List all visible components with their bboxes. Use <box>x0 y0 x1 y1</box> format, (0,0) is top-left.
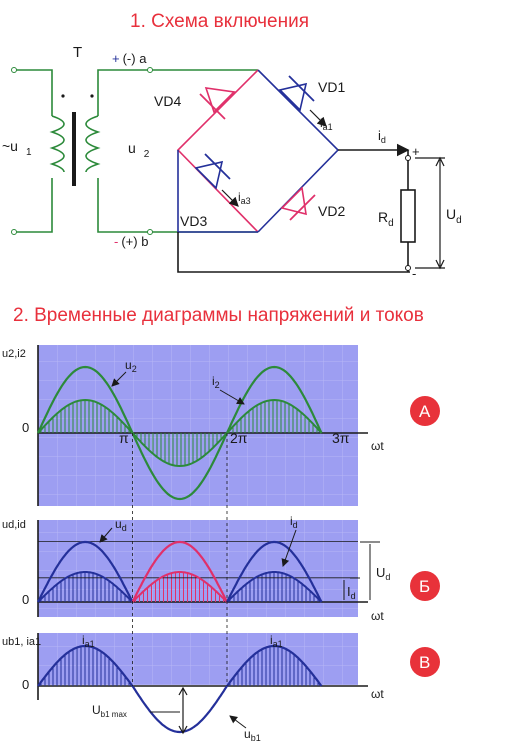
section2-title: 2. Временные диаграммы напряжений и токо… <box>13 305 424 326</box>
vd4-label: VD4 <box>154 93 181 109</box>
section1-title: 1. Схема включения <box>130 11 309 32</box>
load-terminal-plus <box>405 155 411 161</box>
plot-a-grid <box>38 345 358 506</box>
terminal-b-dot <box>147 229 153 235</box>
plot-c-grid <box>38 633 358 685</box>
svg-text:Б: Б <box>419 577 430 596</box>
plot-a-tick-2pi: 2π <box>230 430 248 446</box>
plot-c-zero: 0 <box>22 677 29 692</box>
return-wire <box>177 232 410 273</box>
load-terminal-minus <box>405 265 411 271</box>
polarity-dot <box>61 94 65 98</box>
rd-label: Rd <box>378 209 394 229</box>
transformer-core <box>72 112 76 186</box>
plot-b-Ud-label: Ud <box>376 565 390 582</box>
ud-arrows <box>435 156 445 270</box>
load-plus-label: + <box>412 144 420 159</box>
terminal-b-label: -(+) b <box>114 234 148 249</box>
plot-b-ud-label: ud <box>115 517 127 533</box>
ud-dimension <box>415 157 445 269</box>
plot-b-xlabel: ωt <box>371 609 384 623</box>
plot-b-Id-label: Id <box>347 584 356 601</box>
plot-b-ud-curve <box>226 540 323 603</box>
svg-text:А: А <box>419 402 431 421</box>
plot-c-ia1-curve <box>37 644 134 687</box>
plot-c: ub1, ia1 0 ωt ia1 ia1 Ub1 max ub1 В <box>2 633 440 743</box>
load-minus-label: - <box>412 266 416 281</box>
plot-c-ub1-label: ub1 <box>244 727 261 743</box>
badge-c: В <box>410 647 440 677</box>
ia1-arrow-icon <box>309 109 327 127</box>
plot-c-ia1-curve <box>226 644 323 687</box>
id-label: id <box>378 128 386 145</box>
plot-b-zero: 0 <box>22 592 29 607</box>
plot-a-xlabel: ωt <box>371 439 384 453</box>
plot-a-tick-3pi: 3π <box>332 430 350 446</box>
plot-a-u2-curve <box>37 365 323 501</box>
plot-c-umax-label: Ub1 max <box>92 703 127 719</box>
plot-c-xlabel: ωt <box>371 687 384 701</box>
plot-a: u2,i2 0 π 2π 3π ωt u2 i2 А <box>2 345 440 506</box>
vd1-diode-icon <box>278 75 315 112</box>
ud-label: Ud <box>446 206 462 226</box>
plot-b-ylabel: ud,id <box>2 519 26 531</box>
vd1-label: VD1 <box>318 79 345 95</box>
plot-b-ud-curve <box>37 540 134 603</box>
plot-c-ub1-pointer-icon <box>229 715 247 729</box>
polarity-dot <box>90 94 94 98</box>
plot-c-ia1-right: ia1 <box>270 633 283 649</box>
plot-c-ub1-curve <box>131 685 228 734</box>
primary-wiring <box>14 69 65 233</box>
plot-b-id-curve <box>226 571 323 603</box>
plot-c-ia1-left: ia1 <box>82 633 95 649</box>
vd2-diode-icon <box>280 186 316 221</box>
load-resistor <box>400 189 416 243</box>
terminal-a-dot <box>147 67 153 73</box>
plot-b-id-curve <box>131 571 228 603</box>
plot-b-ud-pointer-icon <box>99 527 113 543</box>
pi-guide-lines <box>132 433 228 686</box>
plot-b-level-markers <box>343 541 380 600</box>
plot-c-ylabel: ub1, ia1 <box>2 636 41 648</box>
plot-a-i2-curve <box>37 398 323 468</box>
plot-a-tick-pi: π <box>119 430 129 446</box>
vd3-diode-icon <box>194 153 231 190</box>
badge-a: А <box>410 396 440 426</box>
plot-b-id-label: id <box>290 514 298 530</box>
plot-a-u2-pointer-icon <box>111 371 127 387</box>
plot-b: ud,id 0 ωt ud id Ud Id Б <box>2 514 440 623</box>
vd3-label: VD3 <box>180 213 207 229</box>
terminal-a-label: +(-) a <box>112 51 147 66</box>
plot-a-ylabel: u2,i2 <box>2 348 26 360</box>
transformer-label: T <box>73 44 82 61</box>
badge-b: Б <box>410 571 440 601</box>
plot-b-ud-curve <box>131 540 228 603</box>
plot-b-id-pointer-icon <box>281 529 297 567</box>
plot-a-i2-pointer-icon <box>219 389 245 405</box>
ia1-label: ia1 <box>320 116 333 132</box>
svg-text:В: В <box>419 653 430 672</box>
plot-a-zero: 0 <box>22 420 29 435</box>
plot-b-id-curve <box>37 571 134 603</box>
plot-a-u2-label: u2 <box>125 358 137 374</box>
terminal-dot <box>11 67 17 73</box>
ia3-arrow-icon <box>221 189 239 207</box>
terminal-dot <box>11 229 17 235</box>
plot-c-umax-arrows <box>178 686 188 735</box>
plot-a-i2-label: i2 <box>212 374 220 390</box>
ia3-label: ia3 <box>238 190 251 206</box>
vd2-label: VD2 <box>318 203 345 219</box>
vd4-diode-icon <box>199 87 236 120</box>
